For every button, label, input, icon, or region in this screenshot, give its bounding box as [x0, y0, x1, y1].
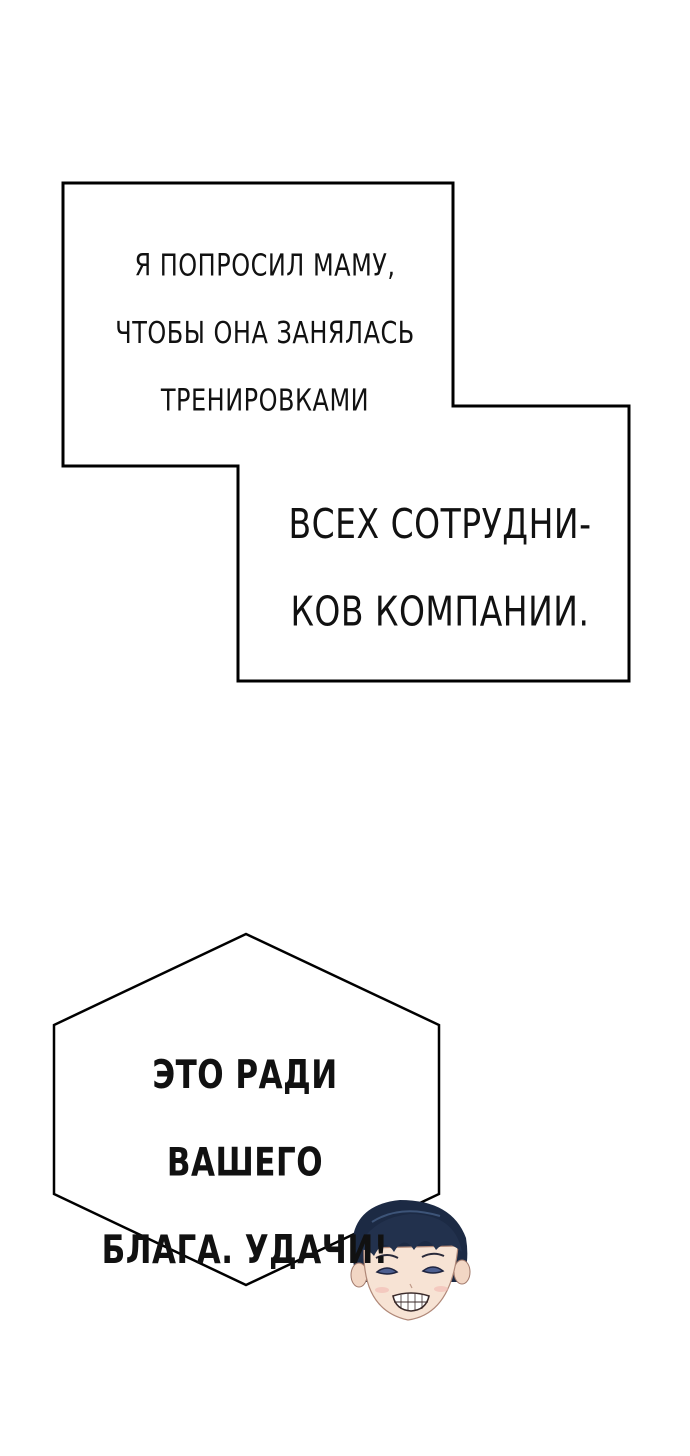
narration-text-top: Я ПОПРОСИЛ МАМУ, ЧТОБЫ ОНА ЗАНЯЛАСЬ ТРЕН…: [90, 232, 440, 435]
narration-line: ВСЕХ СОТРУДНИ-: [288, 499, 592, 548]
speech-bubble: [52, 932, 441, 1287]
narration-text-bottom: ВСЕХ СОТРУДНИ- КОВ КОМПАНИИ.: [265, 481, 615, 656]
speech-line: БЛАГА. УДАЧИ!: [101, 1228, 389, 1273]
narration-line: ЧТОБЫ ОНА ЗАНЯЛАСЬ: [115, 315, 415, 351]
smiling-character-avatar: [350, 1200, 471, 1321]
speech-line: ЭТО РАДИ ВАШЕГО: [152, 1053, 338, 1186]
narration-line: ТРЕНИРОВКАМИ: [160, 383, 370, 418]
narration-box: [61, 181, 631, 683]
narration-line: Я ПОПРОСИЛ МАМУ,: [134, 248, 396, 283]
narration-line: КОВ КОМПАНИИ.: [290, 586, 590, 636]
speech-bubble-text: ЭТО РАДИ ВАШЕГО БЛАГА. УДАЧИ!: [80, 1032, 410, 1295]
